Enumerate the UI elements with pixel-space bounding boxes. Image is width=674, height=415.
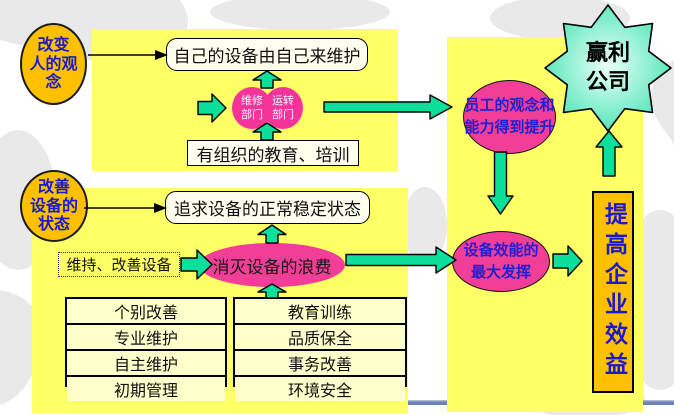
block-arrow-right-to-departments (197, 93, 227, 123)
ellipse-staff-improvement: 员工的观念和 能力得到提升 (463, 80, 556, 154)
table-cell: 教育训练 (235, 299, 405, 325)
connector-arrow-mindset (88, 50, 168, 60)
block-arrow-long-to-staff (323, 94, 453, 120)
ellipse-staff-improvement-label: 员工的观念和 能力得到提升 (464, 96, 555, 136)
profit-company-star: 赢利 公司 (543, 3, 673, 133)
box-raise-enterprise-benefit: 提高企业效益 (592, 191, 634, 393)
box-raise-enterprise-benefit-label: 提高企业效益 (600, 202, 627, 382)
block-arrow-right-to-benefit (552, 245, 583, 277)
block-arrow-down-staff-to-performance (487, 151, 514, 215)
ellipse-equipment-performance: 设备效能的 最大发挥 (452, 231, 550, 292)
block-arrow-up-from-pillars (257, 283, 287, 299)
bubble-improve-equipment: 改善 设备的 状态 (20, 170, 88, 242)
block-arrow-long-to-performance (345, 246, 457, 274)
star-burst-shape (544, 4, 672, 132)
table-cell: 个别改善 (67, 299, 225, 325)
connector-arrow-equipment (84, 203, 167, 213)
box-self-maintenance: 自己的设备由自己来维护 (166, 38, 368, 71)
ellipse-eliminate-waste: 消灭设备的浪费 (199, 243, 345, 287)
block-arrow-up-to-self-maintenance (252, 70, 282, 89)
pillar-table-left: 个别改善 专业维护 自主维护 初期管理 (65, 297, 227, 401)
table-cell: 自主维护 (67, 351, 225, 377)
table-cell: 事务改善 (235, 351, 405, 377)
table-cell: 初期管理 (67, 377, 225, 401)
table-cell: 环境安全 (235, 377, 405, 401)
bubble-change-mindset: 改变 人的观 念 (20, 23, 87, 105)
label-maintain-improve: 维持、改善设备 (58, 252, 180, 277)
profit-company-star-label: 赢利 公司 (585, 40, 630, 94)
table-cell: 专业维护 (67, 325, 225, 351)
ellipse-equipment-performance-label: 设备效能的 最大发挥 (463, 240, 539, 281)
box-organized-training: 有组织的教育、培训 (187, 140, 359, 166)
pillar-table-right: 教育训练 品质保全 事务改善 环境安全 (233, 297, 407, 401)
block-arrow-up-to-profit-star (595, 130, 623, 177)
ellipse-eliminate-waste-label: 消灭设备的浪费 (212, 257, 332, 277)
block-arrow-up-to-stable-state (257, 224, 287, 244)
circle-maintenance-dept: 维修 部门 (232, 87, 272, 129)
table-cell: 品质保全 (235, 325, 405, 351)
box-stable-state: 追求设备的正常稳定状态 (165, 191, 370, 224)
block-arrow-right-to-waste (180, 249, 213, 280)
block-arrow-up-from-training (252, 122, 282, 141)
